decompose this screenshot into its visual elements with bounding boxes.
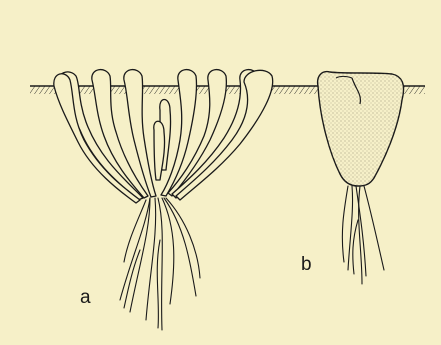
panel-b-label: b (301, 255, 312, 274)
panel-a-label: a (80, 288, 91, 307)
panel-a-fibrous-roots (120, 198, 200, 330)
panel-b-fibrous-roots (342, 186, 384, 284)
panel-b-tuber (318, 72, 404, 186)
young-bud-2 (154, 121, 165, 180)
